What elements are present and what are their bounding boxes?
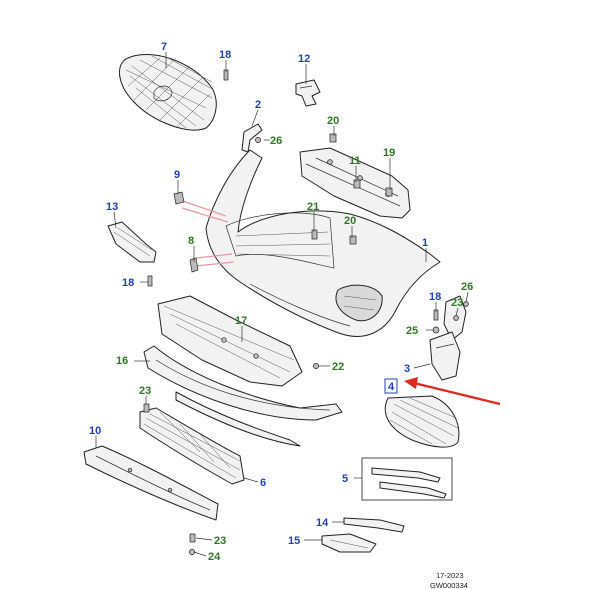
clip-part-22[interactable] <box>313 363 319 369</box>
callout-20b: 20 <box>344 215 356 227</box>
callout-2: 2 <box>255 99 261 111</box>
callout-8: 8 <box>188 235 194 247</box>
callout-16: 16 <box>116 355 128 367</box>
callout-23: 23 <box>451 297 463 309</box>
footer-drawing-number: GW000334 <box>430 581 468 589</box>
clip-part-20-mid[interactable] <box>349 235 357 245</box>
undertray-part-17[interactable] <box>157 295 303 387</box>
callout-22: 22 <box>332 361 344 373</box>
corner-bracket-part-23[interactable] <box>443 295 467 341</box>
callout-1: 1 <box>422 237 428 249</box>
callout-18: 18 <box>219 49 231 61</box>
splash-shield-part-10[interactable] <box>83 445 219 521</box>
bumper-cover-part-1[interactable] <box>205 149 441 337</box>
callout-15: 15 <box>288 535 300 547</box>
fastener-part-9[interactable] <box>173 191 185 205</box>
trim-part-15[interactable] <box>321 533 377 553</box>
callout-9: 9 <box>174 169 180 181</box>
callout-18c: 18 <box>429 291 441 303</box>
callout-7: 7 <box>161 41 167 53</box>
callout-3: 3 <box>404 363 410 375</box>
callout-4: 4 <box>388 381 395 393</box>
grille-part-7[interactable] <box>119 54 217 131</box>
callout-19: 19 <box>383 147 395 159</box>
guide-lines <box>179 199 235 267</box>
lower-trim-part-16[interactable] <box>143 345 343 447</box>
drawing-footer: 17-2023 GW000334 <box>430 571 468 589</box>
callout-labels: 7 18 12 2 26 20 11 19 9 13 21 20 1 8 18 … <box>89 41 473 563</box>
callout-5: 5 <box>342 473 348 485</box>
callout-26b: 26 <box>461 281 473 293</box>
clip-part-11-small[interactable] <box>353 179 361 189</box>
trim-set-part-5[interactable] <box>361 457 453 501</box>
callout-14: 14 <box>316 517 329 529</box>
callout-21: 21 <box>307 201 319 213</box>
clip-part-2[interactable] <box>241 123 263 153</box>
callout-4-highlight <box>384 378 398 394</box>
clip-part-23-bottom[interactable] <box>189 533 196 543</box>
clip-part-21[interactable] <box>311 229 318 240</box>
callout-6: 6 <box>260 477 266 489</box>
clip-part-19[interactable] <box>385 187 393 197</box>
fog-grille-part-4[interactable] <box>384 395 460 448</box>
callout-23b: 23 <box>139 385 151 397</box>
callout-13: 13 <box>106 201 118 213</box>
side-bracket-part-13[interactable] <box>107 221 157 263</box>
callout-20: 20 <box>327 115 339 127</box>
callout-25: 25 <box>406 325 418 337</box>
callout-23c: 23 <box>214 535 226 547</box>
red-arrow <box>404 377 501 406</box>
footer-date-code: 17-2023 <box>436 571 464 580</box>
clip-part-26-right[interactable] <box>463 301 469 307</box>
bracket-part-12[interactable] <box>295 79 321 107</box>
callout-24: 24 <box>208 551 221 563</box>
callout-12: 12 <box>298 53 310 65</box>
screw-part-18-left[interactable] <box>147 275 153 287</box>
side-bracket-part-3[interactable] <box>429 331 461 381</box>
clip-part-23-lower[interactable] <box>143 403 150 413</box>
screw-part-24[interactable] <box>189 549 195 555</box>
callout-10: 10 <box>89 425 101 437</box>
callout-18b: 18 <box>122 277 134 289</box>
trim-part-14[interactable] <box>343 517 405 533</box>
callout-17: 17 <box>235 315 247 327</box>
clip-part-26-top[interactable] <box>255 137 261 143</box>
leader-lines <box>95 52 469 557</box>
lower-grille-part-6[interactable] <box>139 407 245 485</box>
clip-part-20-top[interactable] <box>329 133 337 143</box>
callout-26: 26 <box>270 135 282 147</box>
callout-11: 11 <box>349 155 361 167</box>
